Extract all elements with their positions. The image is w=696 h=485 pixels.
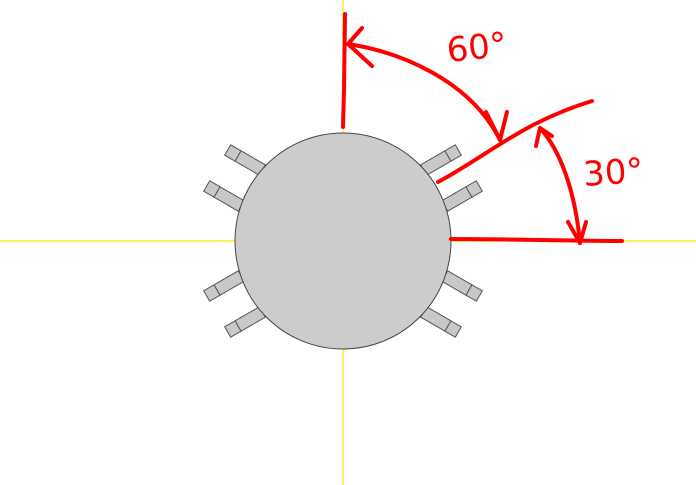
pin-upper-right-inner (440, 180, 484, 212)
sixty-arc-arrowhead-bottom (484, 110, 509, 142)
pin-lower-left-outer (223, 306, 267, 338)
pin-lower-left-inner (202, 270, 246, 302)
thirty-arc-arrowhead-bottom (566, 220, 588, 245)
pin-upper-left-outer (223, 144, 267, 176)
thirty-degree-arc (538, 126, 582, 245)
thirty-degree-ray-stroke (436, 99, 594, 184)
thirty-arc-arrowhead-top (534, 126, 554, 148)
round-body (234, 132, 452, 350)
pin-upper-left-inner (202, 180, 246, 212)
angle-label-60: 60° (445, 25, 509, 71)
vertical-reference-stroke (341, 12, 347, 129)
pin-lower-right-outer (419, 306, 463, 338)
angle-label-30: 30° (582, 151, 645, 195)
pin-connectors (202, 144, 484, 338)
sixty-arc-arrowhead-top (346, 26, 374, 68)
angle-annotations (341, 12, 624, 245)
sixty-degree-arc (346, 42, 502, 142)
pin-lower-right-inner (440, 270, 484, 302)
horizontal-reference-stroke (449, 237, 624, 243)
